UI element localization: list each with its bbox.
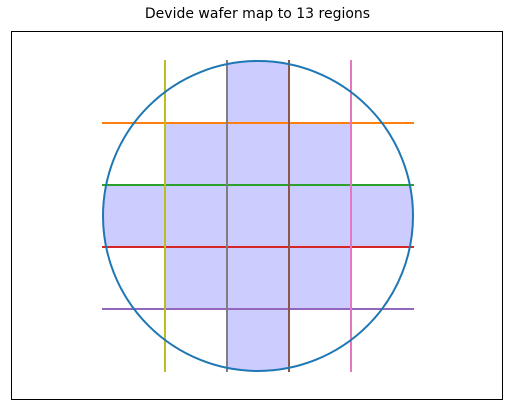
region-fill-upper-block [165, 123, 351, 185]
region-fill-lower-block [165, 247, 351, 309]
region-fill-top-column [227, 61, 289, 123]
region-fill-layer [103, 61, 413, 371]
region-fill-bottom-column [227, 309, 289, 371]
region-fill-middle-band [103, 185, 413, 247]
page-title: Devide wafer map to 13 regions [144, 6, 371, 22]
plot-frame [11, 31, 503, 400]
grid-line-layer [102, 60, 414, 372]
wafer-circle [102, 60, 414, 372]
